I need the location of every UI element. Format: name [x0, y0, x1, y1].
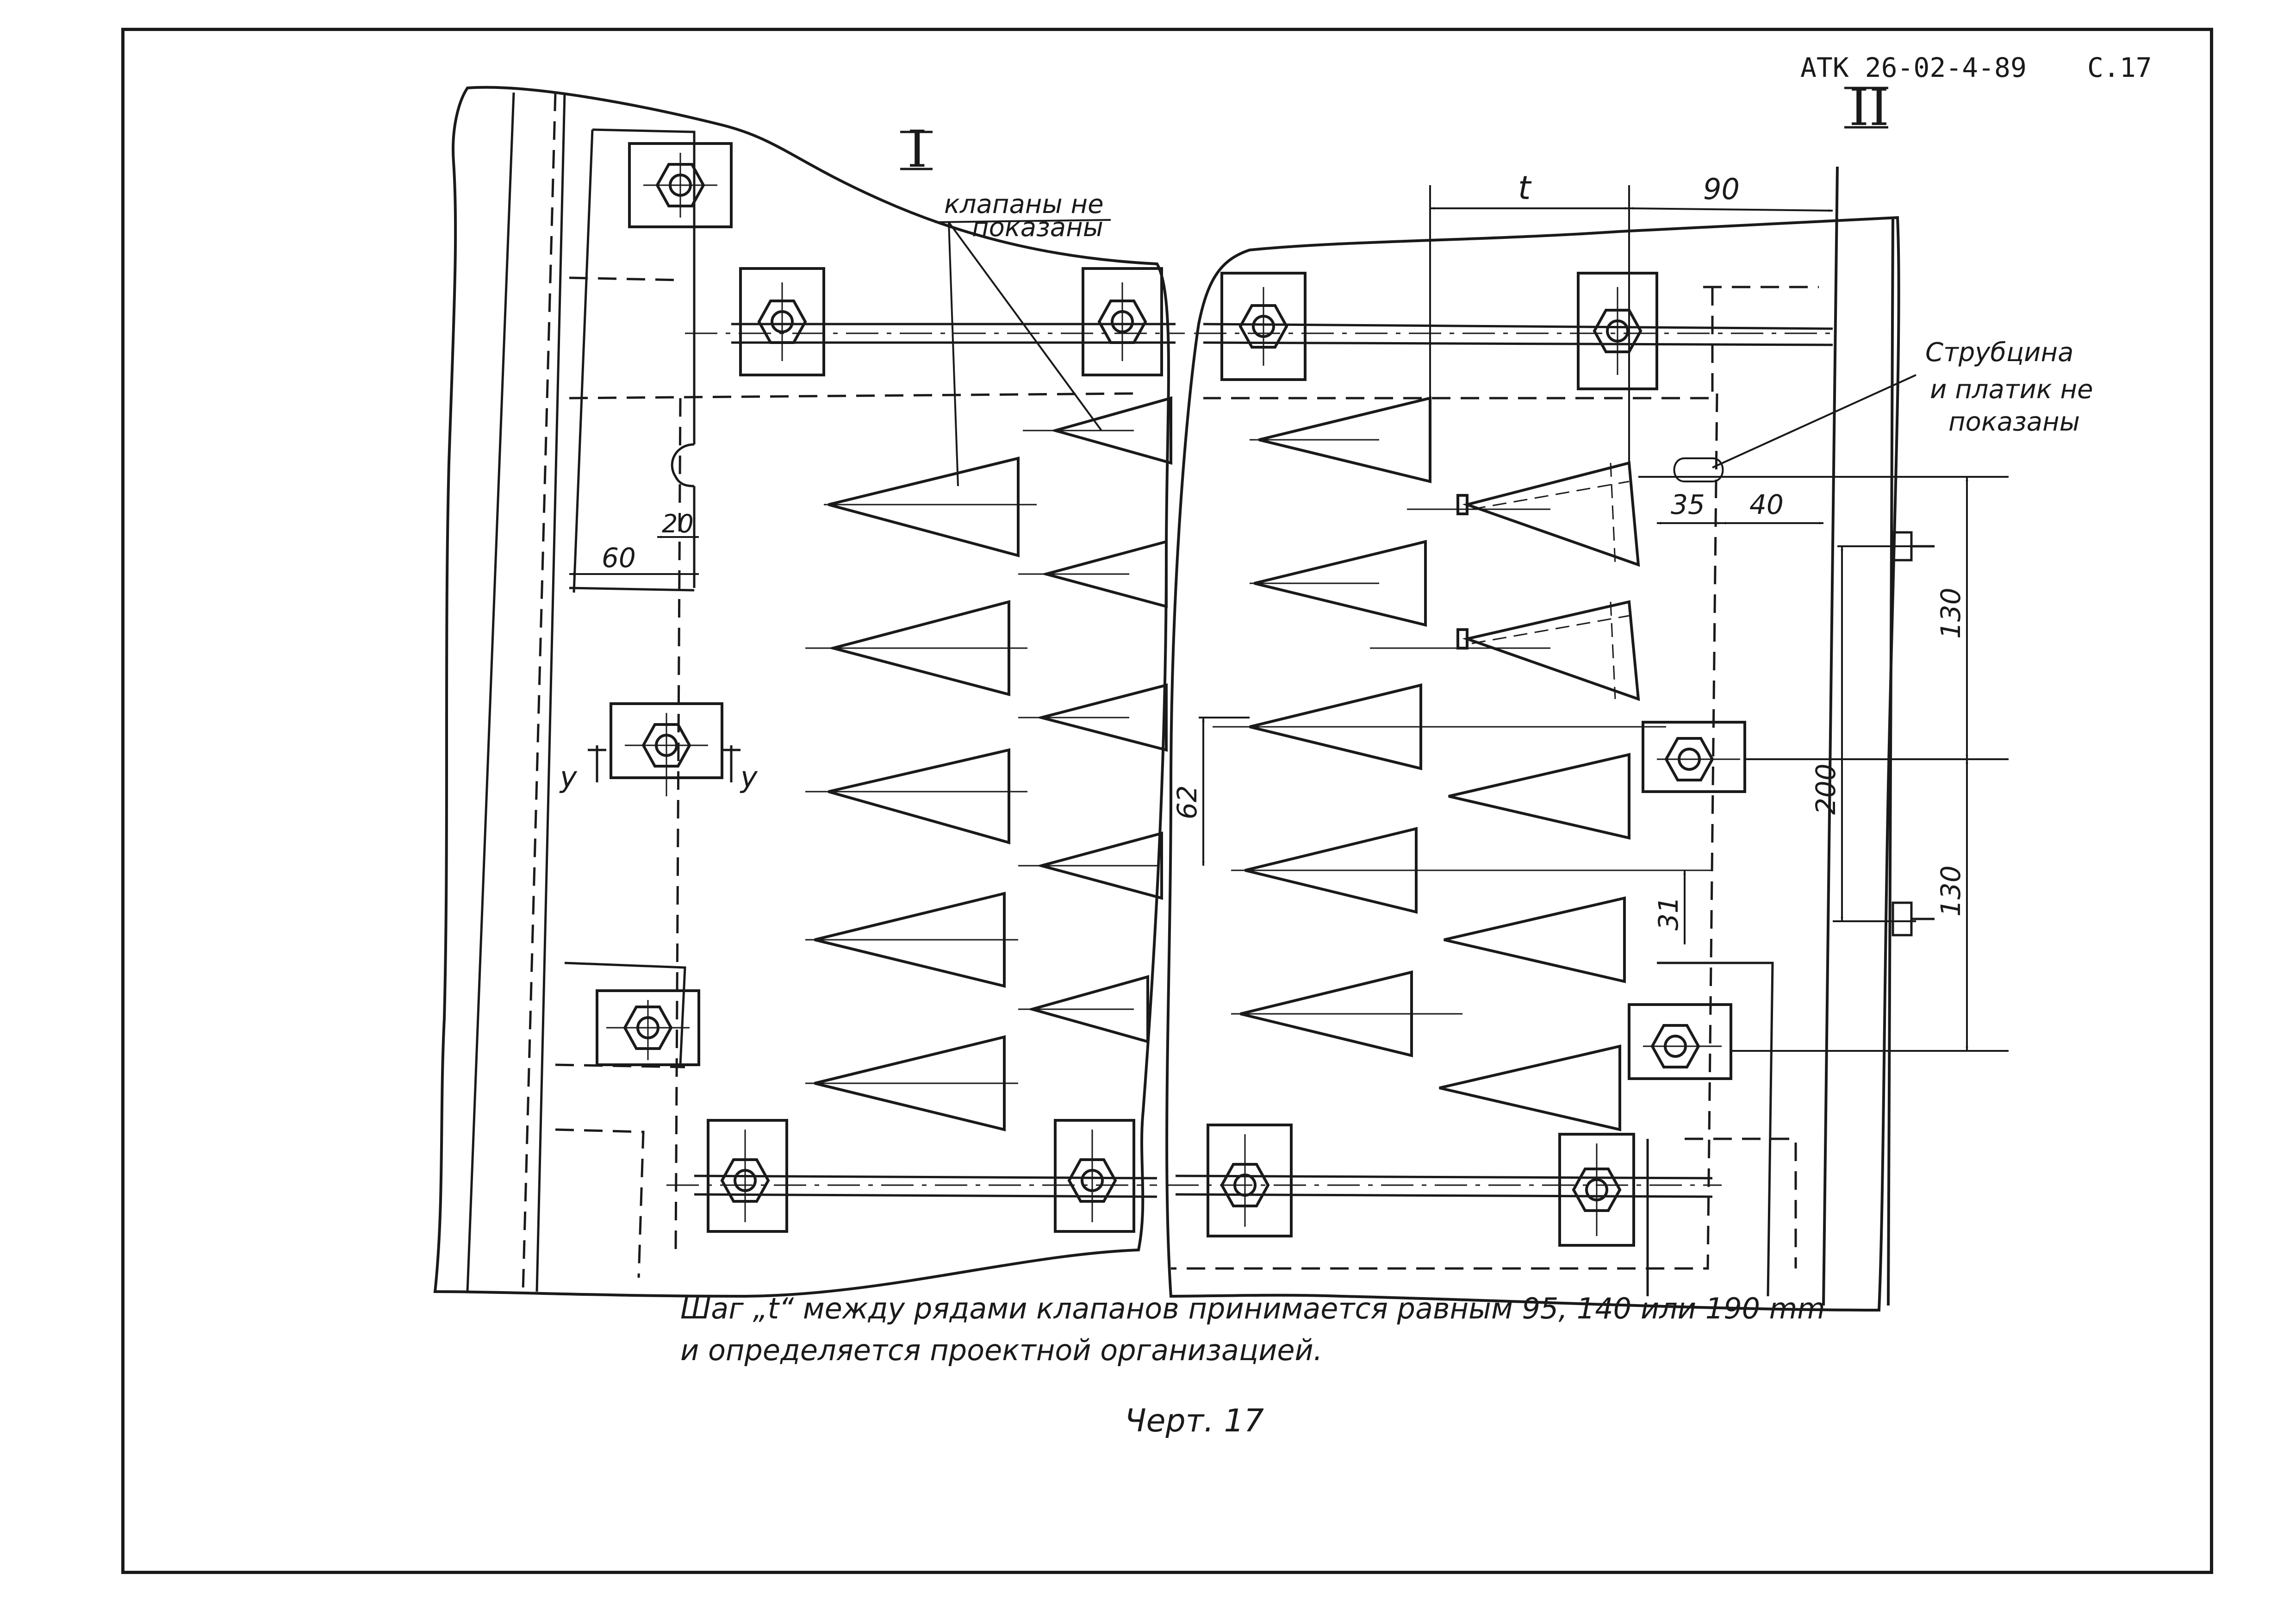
section-label-left: у — [559, 760, 578, 794]
center-lines — [666, 332, 1833, 1186]
note-clamp-1: Струбцина — [1925, 337, 2073, 368]
clamp-bolts — [1892, 531, 1935, 937]
section-markers — [588, 745, 740, 782]
panel-right — [1165, 166, 1900, 1312]
caption-line-1: Шаг „t“ между рядами клапанов принимаетс… — [680, 1292, 1825, 1325]
panel-right-hidden-lines — [1171, 286, 1819, 1270]
bracket-11 — [1054, 1119, 1135, 1233]
bracket-6 — [610, 702, 723, 796]
bracket-4 — [1220, 272, 1307, 381]
bracket-9 — [1628, 1003, 1732, 1080]
document-code: АТК 26-02-4-89 — [1800, 52, 2027, 83]
valves-left-inner — [1027, 396, 1172, 1043]
bracket-5 — [1577, 272, 1658, 390]
section-label-right: у — [740, 760, 758, 794]
leaders — [934, 219, 1916, 487]
dimension-lines — [569, 185, 2009, 1052]
note-valves-hidden-1: клапаны не — [944, 189, 1104, 219]
figure-label: Черт. 17 — [1125, 1403, 1264, 1439]
dim-60: 60 — [602, 542, 636, 574]
dim-90: 90 — [1703, 172, 1740, 206]
caption-line-2: и определяется проектной организацией. — [680, 1333, 1323, 1367]
dim-130-bottom: 130 — [1935, 865, 1966, 917]
valves-right-inner — [1439, 753, 1630, 1131]
panel-left-frame-lines — [466, 92, 566, 1292]
dim-35: 35 — [1671, 489, 1705, 520]
dim-200: 200 — [1810, 763, 1842, 815]
bracket-12 — [1207, 1124, 1293, 1237]
bracket-7 — [1642, 721, 1746, 793]
dim-62: 62 — [1171, 785, 1203, 819]
bracket-2 — [739, 267, 825, 376]
page-number: С.17 — [2087, 52, 2152, 83]
bolt-brackets — [596, 142, 1746, 1247]
dim-40: 40 — [1749, 489, 1784, 520]
dim-31: 31 — [1653, 896, 1684, 931]
bracket-8 — [596, 989, 700, 1066]
lower-rail — [694, 1174, 1713, 1198]
valve-axis-lines — [805, 430, 1712, 1084]
panel-right-struts — [1646, 962, 1774, 1297]
bracket-10 — [707, 1119, 788, 1233]
dim-t: t — [1518, 169, 1532, 207]
note-clamp-3: показаны — [1948, 407, 2080, 437]
valves-left-outer — [814, 456, 1020, 1131]
panel-left — [433, 86, 1170, 1298]
sheet-frame — [121, 28, 2213, 1574]
dim-20: 20 — [662, 509, 694, 538]
dim-130-top: 130 — [1935, 587, 1966, 639]
note-valves-hidden-2: показаны — [972, 212, 1103, 243]
bracket-3 — [1082, 267, 1163, 376]
bracket-1 — [628, 142, 733, 228]
valves-right-open — [1456, 461, 1640, 701]
note-clamp-2: и платик не — [1930, 375, 2093, 405]
bracket-13 — [1558, 1133, 1635, 1247]
